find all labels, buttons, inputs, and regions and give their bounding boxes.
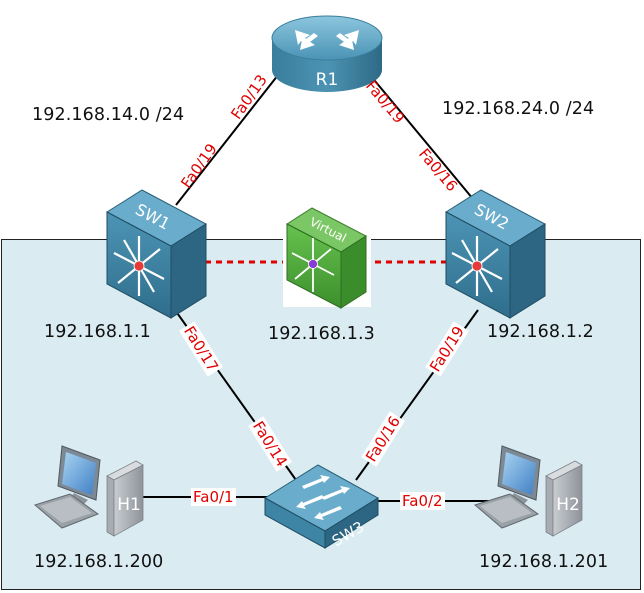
link-r1-sw1 [175,69,283,206]
switch-arrows-icon [296,475,350,520]
virtual-ip-label: 192.168.1.3 [268,324,375,344]
router-r1-label: R1 [316,70,339,90]
port-label-sw3-fa0-2: Fa0/2 [400,492,445,510]
h1-label: H1 [117,495,141,515]
router-r1[interactable]: R1 [271,15,383,92]
network-label-24: 192.168.24.0 /24 [442,99,595,119]
h2-label: H2 [556,495,580,515]
link-r1-sw2 [369,74,479,206]
virtual-switch[interactable]: Virtual [283,205,371,309]
multilayer-switch-sw1[interactable]: SW1 [106,189,207,319]
h2-ip-label: 192.168.1.201 [479,552,609,572]
sw1-ip-label: 192.168.1.1 [44,322,151,342]
switch-sw3[interactable]: SW3 [264,464,379,550]
port-label-sw3-fa0-1: Fa0/1 [191,488,236,506]
host-h2[interactable]: H2 [473,445,583,537]
computer-tower-icon [545,460,583,537]
host-h1[interactable]: H1 [33,445,144,537]
network-label-14: 192.168.14.0 /24 [32,105,185,125]
multilayer-switch-sw2[interactable]: SW2 [445,189,546,319]
h1-ip-label: 192.168.1.200 [34,552,164,572]
computer-tower-icon [106,460,144,537]
sw2-ip-label: 192.168.1.2 [487,322,594,342]
router-arrows-icon [295,30,359,50]
